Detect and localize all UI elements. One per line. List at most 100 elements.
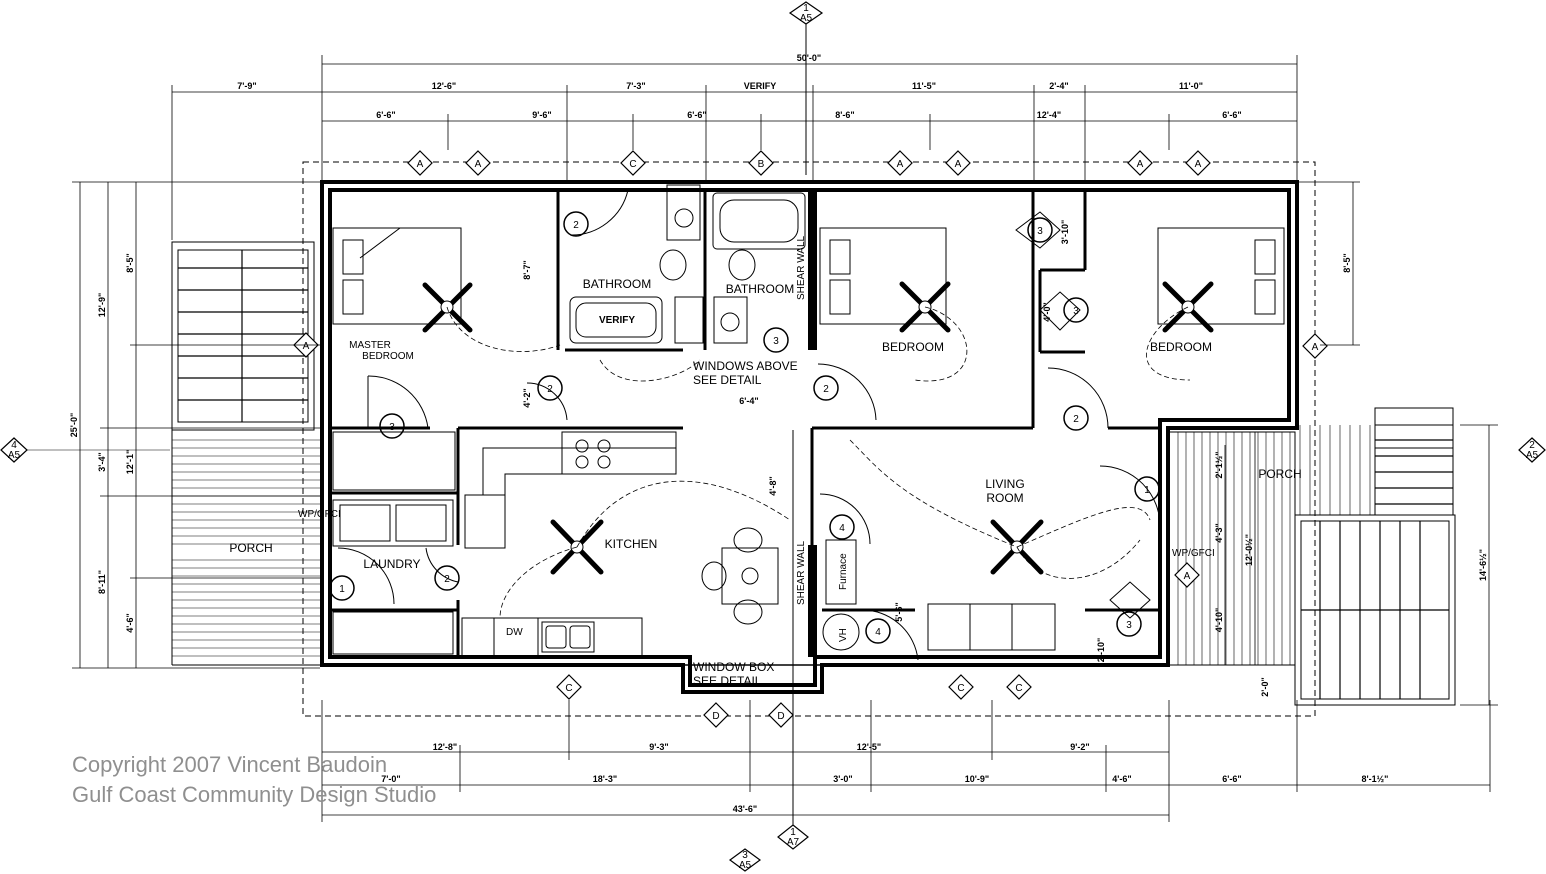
svg-text:11'-0": 11'-0"	[1179, 81, 1203, 91]
svg-text:5'-6": 5'-6"	[894, 602, 904, 621]
svg-text:4'-3": 4'-3"	[1214, 523, 1224, 542]
svg-text:3'-4": 3'-4"	[97, 452, 107, 471]
svg-text:A: A	[1312, 342, 1319, 353]
svg-text:7'-9": 7'-9"	[237, 81, 256, 91]
svg-text:2: 2	[573, 220, 579, 231]
room-label-bathroom-2: BATHROOM	[726, 282, 794, 296]
svg-text:7'-3": 7'-3"	[626, 81, 645, 91]
svg-text:4'-6": 4'-6"	[125, 613, 135, 632]
room-label-porch-left: PORCH	[229, 541, 272, 555]
svg-text:A5: A5	[8, 450, 21, 461]
svg-text:VERIFY: VERIFY	[744, 81, 777, 91]
svg-text:A: A	[417, 159, 424, 170]
right-porch	[1167, 407, 1456, 706]
laundry-fixtures	[332, 431, 456, 655]
svg-text:A: A	[955, 159, 962, 170]
svg-text:10'-9": 10'-9"	[965, 774, 989, 784]
svg-text:C: C	[565, 683, 572, 694]
svg-text:4: 4	[875, 627, 881, 638]
svg-text:4: 4	[839, 523, 845, 534]
svg-text:8'-7": 8'-7"	[522, 260, 532, 279]
svg-text:8'-11": 8'-11"	[97, 570, 107, 594]
svg-text:14'-6½": 14'-6½"	[1478, 549, 1488, 581]
room-label-master-1: MASTER	[349, 340, 391, 351]
svg-text:4: 4	[11, 440, 17, 451]
window-tags	[293, 150, 1328, 728]
svg-text:43'-6": 43'-6"	[733, 804, 757, 814]
svg-text:12'-4": 12'-4"	[1037, 110, 1061, 120]
svg-text:6'-4": 6'-4"	[739, 396, 758, 406]
windows-above-label-1: WINDOWS ABOVE	[693, 359, 798, 373]
svg-text:3: 3	[389, 422, 395, 433]
room-label-bathroom-1: BATHROOM	[583, 277, 651, 291]
window-tag-labels: A A C B A A A A A A A C D D C C	[303, 159, 1319, 722]
svg-text:6'-6": 6'-6"	[376, 110, 395, 120]
verify-tub-label: VERIFY	[599, 315, 635, 326]
svg-text:9'-2": 9'-2"	[1070, 742, 1089, 752]
svg-text:A7: A7	[787, 837, 800, 848]
dimension-text: 50'-0" 7'-9" 12'-6" 7'-3" VERIFY 11'-5" …	[69, 53, 1488, 814]
room-label-living-2: ROOM	[986, 491, 1023, 505]
kitchen-counters	[461, 431, 677, 657]
svg-text:2: 2	[1073, 414, 1079, 425]
svg-text:A5: A5	[1526, 450, 1539, 461]
svg-text:4'-2": 4'-2"	[522, 388, 532, 407]
svg-text:1: 1	[1144, 485, 1150, 496]
svg-text:6'-6": 6'-6"	[687, 110, 706, 120]
svg-text:12'-8": 12'-8"	[433, 742, 457, 752]
svg-text:6'-6": 6'-6"	[1222, 110, 1241, 120]
svg-text:9'-6": 9'-6"	[532, 110, 551, 120]
svg-text:3: 3	[1126, 620, 1132, 631]
svg-text:C: C	[1015, 683, 1022, 694]
shear-wall-label-bottom: SHEAR WALL	[796, 540, 807, 605]
living-furniture	[822, 539, 1056, 651]
shear-wall-label-top: SHEAR WALL	[796, 235, 807, 300]
door-tags	[329, 211, 1160, 644]
dishwasher-label: DW	[506, 627, 523, 638]
svg-text:7'-0": 7'-0"	[381, 774, 400, 784]
svg-text:A: A	[897, 159, 904, 170]
svg-text:8'-1½": 8'-1½"	[1362, 774, 1389, 784]
dimension-lines	[72, 55, 1498, 822]
room-label-porch-right: PORCH	[1258, 467, 1301, 481]
svg-text:8'-6": 8'-6"	[835, 110, 854, 120]
svg-text:A: A	[1195, 159, 1202, 170]
svg-text:1: 1	[803, 3, 809, 14]
furnace-label: Furnace	[838, 553, 849, 590]
svg-text:C: C	[957, 683, 964, 694]
room-label-kitchen: KITCHEN	[605, 537, 658, 551]
roof-overhang-outline	[302, 161, 1316, 717]
svg-text:2: 2	[823, 384, 829, 395]
svg-text:2'-1½": 2'-1½"	[1214, 452, 1224, 479]
window-box-label-1: WINDOW BOX	[693, 660, 774, 674]
svg-text:3: 3	[1073, 306, 1079, 317]
svg-text:3: 3	[1037, 226, 1043, 237]
room-label-bedroom-2: BEDROOM	[1150, 340, 1212, 354]
svg-text:12'-6": 12'-6"	[432, 81, 456, 91]
left-porch	[171, 241, 322, 666]
svg-text:1: 1	[790, 827, 796, 838]
svg-text:6'-6": 6'-6"	[1222, 774, 1241, 784]
svg-text:2'-0": 2'-0"	[1260, 677, 1270, 696]
svg-text:3'-0": 3'-0"	[833, 774, 852, 784]
svg-text:C: C	[629, 159, 636, 170]
door-swings	[337, 189, 1161, 661]
svg-text:3: 3	[742, 850, 748, 861]
svg-text:4'-6": 4'-6"	[1112, 774, 1131, 784]
svg-text:2'-10": 2'-10"	[1096, 638, 1106, 662]
bathroom-2-fixtures	[712, 192, 806, 344]
master-bed	[332, 227, 462, 325]
room-label-master-2: BEDROOM	[362, 351, 414, 362]
svg-text:18'-3": 18'-3"	[593, 774, 617, 784]
svg-text:12'-5": 12'-5"	[857, 742, 881, 752]
svg-text:12'-0½": 12'-0½"	[1244, 534, 1254, 566]
svg-text:2: 2	[444, 574, 450, 585]
shear-walls: SHEAR WALL SHEAR WALL	[796, 190, 817, 657]
svg-text:2: 2	[547, 384, 553, 395]
door-tag-labels: 2 3 2 2 3 2 3 3 1 1 2 4 4 3	[339, 220, 1150, 638]
svg-text:12'-9": 12'-9"	[97, 293, 107, 317]
wp-gfci-left: WP/GFCI	[298, 509, 341, 520]
bathroom-1-fixtures	[569, 184, 704, 344]
